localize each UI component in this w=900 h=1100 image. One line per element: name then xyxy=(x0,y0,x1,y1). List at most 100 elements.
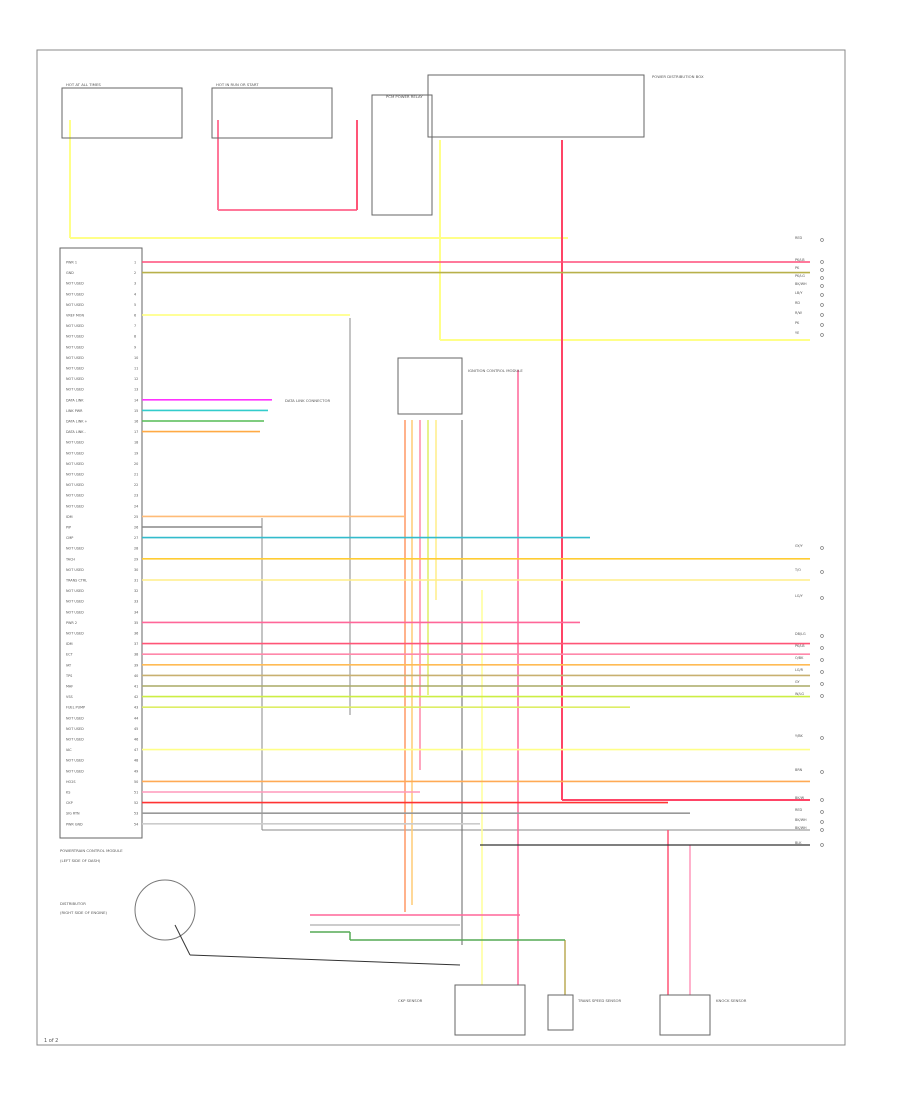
ecm-pin-label: NOT USED xyxy=(66,345,84,349)
ecm-pin-number: 25 xyxy=(134,515,138,519)
ecm-pin-label: NOT USED xyxy=(66,494,84,498)
ignition-module-label: IGNITION CONTROL MODULE xyxy=(468,368,523,373)
ecm-pin-number: 18 xyxy=(134,441,138,445)
terminal-dot xyxy=(820,546,824,550)
ecm-pin-label: GND xyxy=(66,271,74,275)
ecm-pin-number: 30 xyxy=(134,568,138,572)
ecm-pin-number: 38 xyxy=(134,653,138,657)
ecm-pin-number: 27 xyxy=(134,536,138,540)
fuse-box-mid xyxy=(211,87,333,139)
static-wiring xyxy=(69,120,810,995)
ecm-pin-number: 4 xyxy=(134,292,136,296)
ecm-pin-number: 34 xyxy=(134,610,138,614)
ecm-pin-label: NOT USED xyxy=(66,600,84,604)
ecm-pin-number: 41 xyxy=(134,685,138,689)
terminal-dot xyxy=(820,268,824,272)
ecm-pin-label: NOT USED xyxy=(66,303,84,307)
ecm-pin-label: NOT USED xyxy=(66,462,84,466)
ecm-pin-number: 9 xyxy=(134,345,136,349)
terminal-dot xyxy=(820,682,824,686)
ecm-pin-label: PWR 2 xyxy=(66,621,77,625)
page-code: 1 of 2 xyxy=(44,1038,58,1044)
ecm-pin-number: 35 xyxy=(134,621,138,625)
relay-box xyxy=(371,94,433,216)
ecm-pin-number: 2 xyxy=(134,271,136,275)
terminal-dot xyxy=(820,634,824,638)
ecm-pin-label: NOT USED xyxy=(66,441,84,445)
ecm-pin-label: TACH xyxy=(65,557,75,561)
ecm-pin-number: 14 xyxy=(134,398,138,402)
terminal-wire-label: YE xyxy=(795,331,799,335)
knock-sensor-label: KNOCK SENSOR xyxy=(716,998,747,1003)
ecm-pin-label: ECT xyxy=(66,653,74,657)
ecm-pin-label: NOT USED xyxy=(66,727,84,731)
diagram-frame xyxy=(36,49,846,1046)
terminal-wire-label: DB/LG xyxy=(795,632,806,636)
terminal-dot xyxy=(820,828,824,832)
terminal-wire-label: BK/WH xyxy=(795,818,807,822)
pdb-label: POWER DISTRIBUTION BOX xyxy=(652,74,704,79)
ecm-pin-number: 28 xyxy=(134,547,138,551)
ecm-pin-number: 15 xyxy=(134,409,138,413)
terminal-dot xyxy=(820,570,824,574)
ecm-pin-label: NOT USED xyxy=(66,716,84,720)
terminal-dot xyxy=(820,596,824,600)
ecm-pin-number: 54 xyxy=(134,822,138,826)
ecm-pin-label: NOT USED xyxy=(66,759,84,763)
ecm-pin-number: 47 xyxy=(134,748,138,752)
ecm-pin-label: NOT USED xyxy=(66,451,84,455)
trans-sensor-box xyxy=(547,994,574,1031)
terminal-dot xyxy=(820,276,824,280)
ecm-pin-number: 17 xyxy=(134,430,138,434)
knock-sensor-box xyxy=(659,994,711,1036)
ecm-pin-label: NOT USED xyxy=(66,292,84,296)
ecm-pin-label: NOT USED xyxy=(66,388,84,392)
terminal-dot xyxy=(820,323,824,327)
ecm-pin-number: 43 xyxy=(134,706,138,710)
terminal-wire-label: BK/WH xyxy=(795,282,807,286)
ecm-pin-number: 8 xyxy=(134,335,136,339)
terminal-wire-label: RED xyxy=(795,236,802,240)
terminal-dot xyxy=(820,736,824,740)
ecm-pin-label: NOT USED xyxy=(66,356,84,360)
terminal-wire-label: BK/W xyxy=(795,796,805,800)
ecm-pin-number: 31 xyxy=(134,579,138,583)
ecm-wires xyxy=(142,261,810,825)
ecm-pin-label: NOT USED xyxy=(66,568,84,572)
ecm-pin-number: 24 xyxy=(134,504,138,508)
ecm-pin-number: 10 xyxy=(134,356,138,360)
ecm-pin-label: IAT xyxy=(66,663,72,667)
ecm-pin-label: PWR GND xyxy=(66,822,83,826)
ecm-pin-label: NOT USED xyxy=(66,610,84,614)
ecm-pin-number: 20 xyxy=(134,462,138,466)
terminal-wire-label: T/O xyxy=(794,568,801,572)
right-terminal-list: REDPK/LBPKPK/LGBK/WHLB/YRDR/WPKYEGY/YT/O… xyxy=(794,236,824,847)
ecm-pin-number: 6 xyxy=(134,314,136,318)
ecm-pin-number: 44 xyxy=(134,716,138,720)
ecm-sub: (LEFT SIDE OF DASH) xyxy=(60,858,101,863)
ecm-pin-label: PWR 1 xyxy=(66,261,77,265)
ecm-pin-label: NOT USED xyxy=(66,769,84,773)
terminal-dot xyxy=(820,770,824,774)
ecm-pin-label: IDM xyxy=(66,642,73,646)
fuse-left-label: HOT AT ALL TIMES xyxy=(66,82,101,87)
terminal-dot xyxy=(820,670,824,674)
ecm-pin-label: FUEL PUMP xyxy=(66,706,85,710)
trans-sensor-label: TRANS SPEED SENSOR xyxy=(577,998,622,1003)
terminal-dot xyxy=(820,810,824,814)
ecm-pin-label: DATA LINK - xyxy=(66,430,87,434)
terminal-dot xyxy=(820,646,824,650)
terminal-wire-label: RD xyxy=(795,301,800,305)
terminal-wire-label: LG/Y xyxy=(795,594,804,598)
ecm-pin-number: 33 xyxy=(134,600,138,604)
ecm-pin-label: NOT USED xyxy=(66,632,84,636)
terminal-dot xyxy=(820,798,824,802)
ecm-pin-label: DATA LINK + xyxy=(66,420,88,424)
ecm-pin-label: HO2S xyxy=(66,780,76,784)
power-distribution-box xyxy=(427,74,645,138)
ecm-pin-number: 36 xyxy=(134,632,138,636)
ecm-pin-label: IAC xyxy=(66,748,72,752)
terminal-wire-label: PK xyxy=(795,321,800,325)
